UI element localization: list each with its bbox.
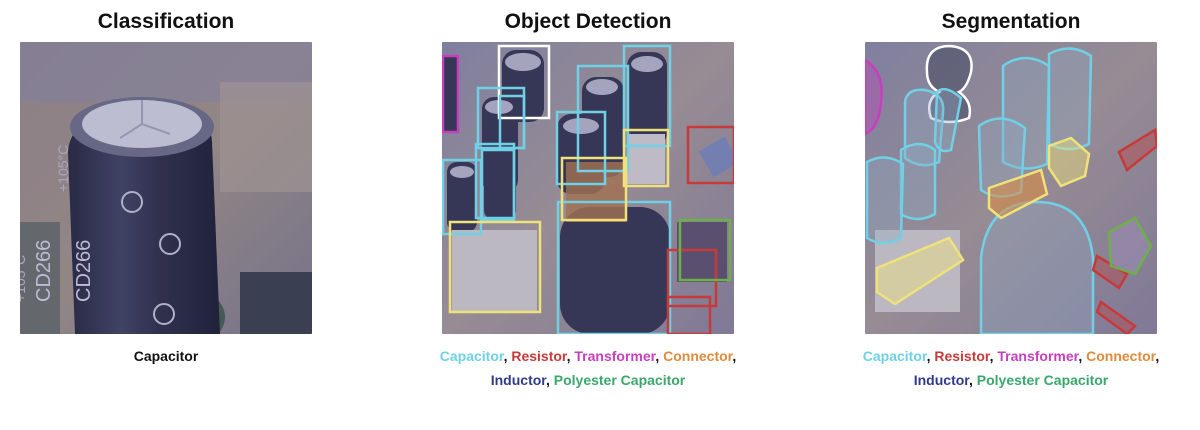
capacitor-temp-1: +105°C	[20, 255, 28, 302]
legend-inductor: Inductor	[490, 372, 546, 388]
legend-connector: Connector	[663, 348, 733, 364]
detection-legend: Capacitor, Resistor, Transformer, Connec…	[439, 348, 737, 388]
legend-resistor: Resistor	[934, 348, 990, 364]
classification-caption: Capacitor	[0, 344, 372, 368]
legend-transformer: Transformer	[997, 348, 1079, 364]
classification-title: Classification	[97, 10, 235, 33]
legend-polyester-capacitor: Polyester Capacitor	[976, 372, 1109, 388]
segmentation-legend: Capacitor, Resistor, Transformer, Connec…	[862, 348, 1160, 388]
legend-capacitor: Capacitor	[862, 348, 927, 364]
classification-label: Capacitor	[133, 348, 199, 364]
detection-image	[442, 42, 734, 334]
legend-resistor: Resistor	[511, 348, 567, 364]
capacitor-marking-2: CD266	[73, 240, 95, 302]
legend-connector: Connector	[1086, 348, 1156, 364]
legend-polyester-capacitor: Polyester Capacitor	[553, 372, 686, 388]
classification-image: CD266 CD266 +105°C +105°C	[20, 42, 312, 334]
legend-inductor: Inductor	[913, 372, 969, 388]
segmentation-image	[865, 42, 1157, 334]
legend-capacitor: Capacitor	[439, 348, 504, 364]
legend-transformer: Transformer	[574, 348, 656, 364]
capacitor-temp-2: +105°C	[55, 145, 71, 192]
capacitor-marking-1: CD266	[33, 240, 55, 302]
detection-title: Object Detection	[504, 10, 672, 33]
segmentation-title: Segmentation	[941, 10, 1081, 33]
